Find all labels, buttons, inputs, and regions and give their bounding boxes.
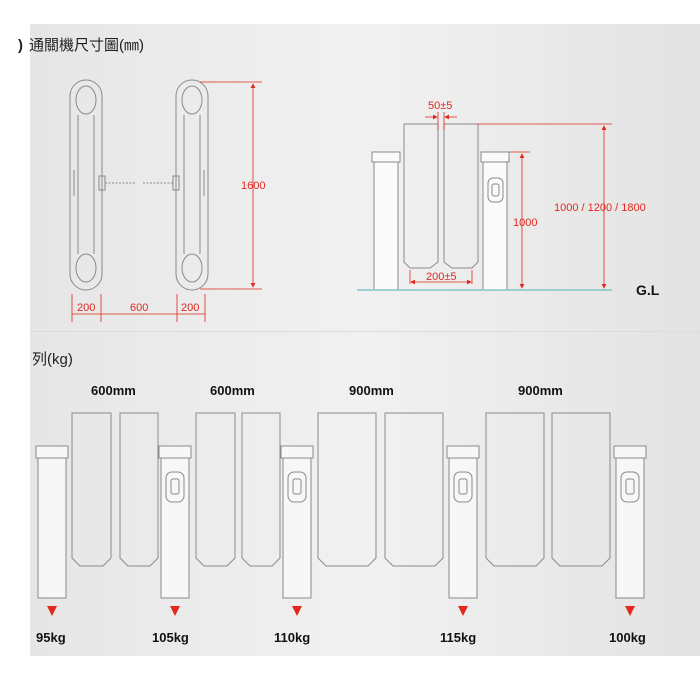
bullet-icon: ) [18, 37, 23, 54]
arrow-down-icon [170, 606, 180, 616]
arrow-down-icon [625, 606, 635, 616]
cabinet-5 [613, 445, 647, 599]
cabinet-3 [280, 445, 314, 599]
weight-label-2: 105kg [152, 630, 189, 645]
cabinet-1 [35, 445, 69, 599]
weight-label-5: 100kg [609, 630, 646, 645]
dimensions-panel [30, 24, 700, 331]
plan-height-label: 1600 [241, 180, 265, 192]
side-right-cabinet [480, 151, 510, 291]
plan-view [69, 79, 209, 291]
cabinet-height-label: 1000 [513, 217, 537, 229]
lane-width-3: 900mm [349, 383, 394, 398]
flap-heights-label: 1000 / 1200 / 1800 [554, 202, 646, 214]
plan-right-cabinet [172, 79, 209, 291]
lane-width-1: 600mm [91, 383, 136, 398]
flap-3 [195, 412, 236, 567]
flap-1 [71, 412, 112, 567]
plan-left-width-label: 200 [77, 302, 95, 314]
weight-label-3: 110kg [274, 630, 310, 645]
side-left-cabinet [371, 151, 401, 291]
arrow-down-icon [458, 606, 468, 616]
cabinet-4 [446, 445, 480, 599]
dimensions-title-text: 通關機尺寸圖(㎜) [29, 37, 144, 54]
flap-8 [551, 412, 611, 567]
arrow-down-icon [292, 606, 302, 616]
side-left-flap [403, 123, 439, 269]
ground-level-label: G.L [636, 282, 660, 298]
flap-2 [119, 412, 159, 567]
weight-arrows [47, 606, 635, 616]
flap-6 [384, 412, 444, 567]
weight-title: 列(kg) [32, 351, 73, 368]
gap-bottom-label: 200±5 [426, 271, 457, 283]
weight-label-1: 95kg [36, 630, 66, 645]
dimensions-title: ) 通關機尺寸圖(㎜) [18, 34, 144, 55]
flap-7 [485, 412, 545, 567]
side-dimensions [409, 112, 612, 289]
flap-5 [317, 412, 377, 567]
side-right-flap [443, 123, 479, 269]
lane-width-4: 900mm [518, 383, 563, 398]
plan-middle-width-label: 600 [130, 302, 148, 314]
weight-label-4: 115kg [440, 630, 476, 645]
weight-diagram [35, 412, 647, 599]
arrow-down-icon [47, 606, 57, 616]
flap-4 [241, 412, 281, 567]
plan-left-cabinet [69, 79, 106, 291]
gap-top-label: 50±5 [428, 100, 452, 112]
plan-right-width-label: 200 [181, 302, 199, 314]
weight-panel [30, 331, 700, 656]
cabinet-2 [158, 445, 192, 599]
side-view [371, 123, 510, 291]
plan-dimensions [71, 81, 262, 322]
lane-width-2: 600mm [210, 383, 255, 398]
